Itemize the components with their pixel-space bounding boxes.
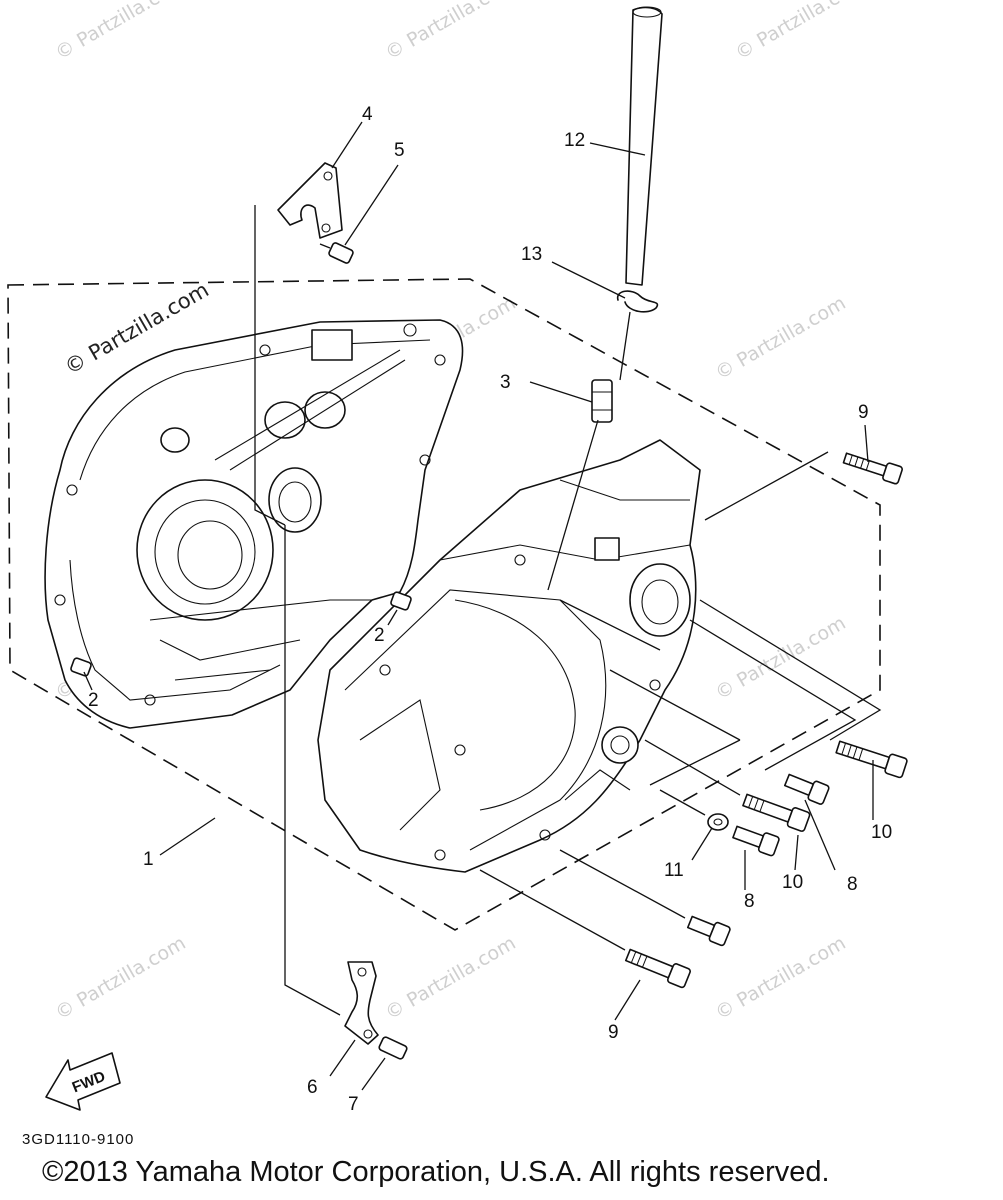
callout-3: 3 (500, 372, 511, 393)
callout-leaders (83, 121, 874, 1091)
bolt-part-8-upper (783, 773, 830, 805)
callout-2: 2 (374, 625, 385, 646)
callout-5: 5 (394, 140, 405, 161)
bracket-part-4 (277, 162, 343, 239)
drawing-code: 3GD1110-9100 (22, 1131, 135, 1148)
callout-9: 9 (858, 402, 869, 423)
callout-7: 7 (348, 1094, 359, 1115)
fwd-arrow-icon: FWD (45, 1052, 121, 1111)
copyright-notice: ©2013 Yamaha Motor Corporation, U.S.A. A… (42, 1156, 830, 1188)
callout-10: 10 (871, 822, 892, 843)
bolt-part-9-upper (842, 452, 903, 485)
callout-2: 2 (88, 690, 99, 711)
watermark: © Partzilla.com (712, 292, 850, 384)
callout-8: 8 (744, 891, 755, 912)
bolt-part-10-upper (835, 740, 908, 779)
callout-labels: 1 2 2 3 4 5 6 7 8 8 9 9 10 10 11 12 13 (88, 104, 892, 1115)
callout-9: 9 (608, 1022, 619, 1043)
watermark: © Partzilla.com (52, 932, 190, 1024)
right-crankcase (317, 439, 701, 873)
reference-lines (254, 205, 882, 1016)
bolt-part-8-lower (686, 915, 731, 947)
bolt-part-10-lower (742, 793, 811, 832)
watermark: © Partzilla.com (382, 932, 520, 1024)
hose-part-12 (625, 6, 663, 286)
dowel-pin-center (390, 591, 412, 611)
callout-11: 11 (664, 860, 684, 881)
callout-12: 12 (564, 130, 585, 151)
bolt-part-7 (378, 1036, 408, 1060)
assembly-boundary (7, 278, 881, 931)
callout-10: 10 (782, 872, 803, 893)
bolt-part-5 (319, 242, 354, 264)
callout-8: 8 (847, 874, 858, 895)
clip-part-13 (616, 290, 659, 313)
callout-1: 1 (143, 849, 154, 870)
watermark: © Partzilla.com (52, 0, 190, 64)
watermark: © Partzilla.com (712, 612, 850, 704)
bracket-part-6 (344, 961, 379, 1045)
bolt-part-8-middle (732, 825, 780, 857)
callout-6: 6 (307, 1077, 318, 1098)
left-crankcase (44, 319, 464, 729)
bolt-part-9-lower (624, 948, 691, 989)
watermark: © Partzilla.com (382, 0, 520, 64)
callout-13: 13 (521, 244, 542, 265)
dowel-pin-left (70, 657, 92, 677)
watermark: © Partzilla.com (732, 0, 870, 64)
washer-part-11 (707, 813, 729, 831)
callout-4: 4 (362, 104, 373, 125)
watermark: © Partzilla.com (712, 932, 850, 1024)
fitting-part-3 (591, 379, 613, 423)
